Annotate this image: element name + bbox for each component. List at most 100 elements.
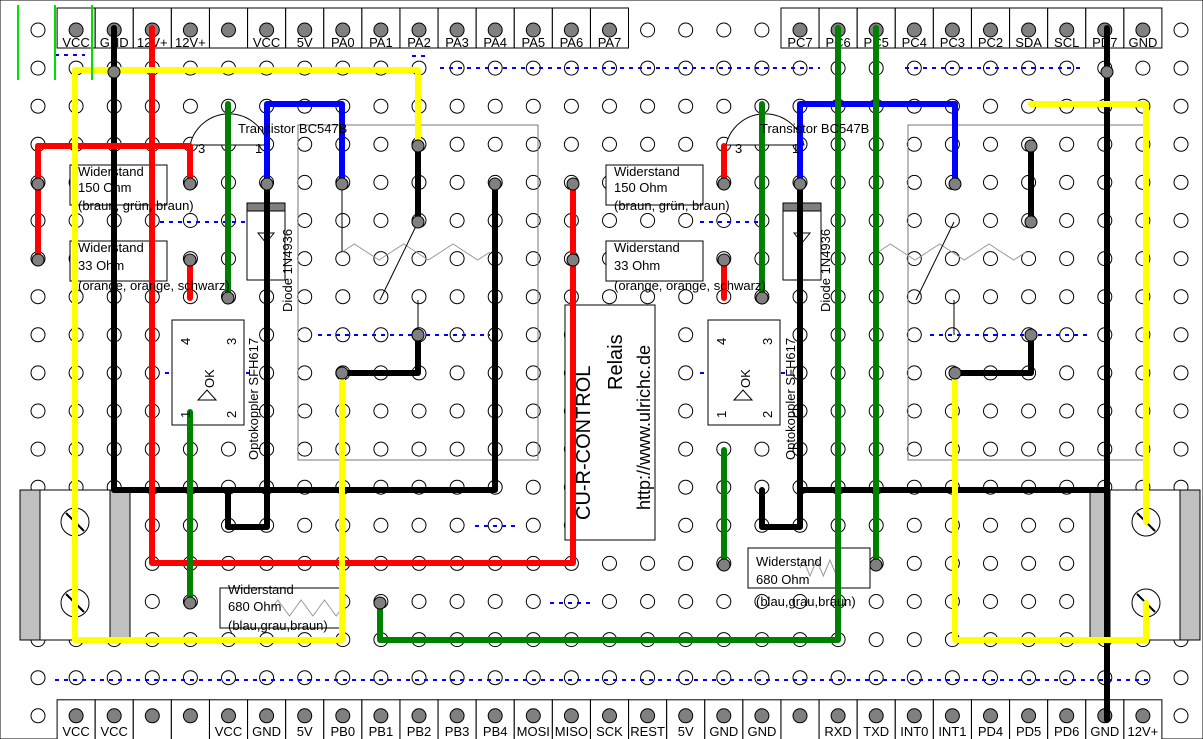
- header-pin-label: GND: [252, 724, 281, 739]
- pad: [640, 670, 656, 686]
- header-pin-label: PB4: [483, 724, 508, 739]
- pad: [983, 251, 998, 267]
- wire-node: [107, 65, 121, 79]
- center-label-box: [564, 304, 656, 541]
- pad: [678, 22, 694, 38]
- header-pin-label: GND: [709, 724, 738, 739]
- pad: [1173, 708, 1189, 724]
- header-pin: [487, 708, 503, 724]
- pad: [335, 213, 351, 228]
- pad: [906, 441, 922, 457]
- header-pin: [68, 22, 84, 38]
- wire-node: [488, 177, 502, 191]
- pad: [1135, 136, 1151, 152]
- wire-yellow-left-1: [72, 67, 421, 643]
- pad: [678, 403, 694, 419]
- pad: [983, 670, 998, 686]
- left-opto-pin4: 4: [178, 338, 193, 345]
- wire-node: [411, 215, 425, 229]
- pad: [754, 441, 770, 457]
- pad: [1135, 441, 1151, 457]
- pad: [373, 441, 389, 457]
- wire-black-left-3: [339, 332, 421, 376]
- resistor-150: [605, 164, 704, 206]
- center-label-url: http://www.ulrichc.de: [634, 345, 654, 510]
- pad: [1135, 365, 1151, 381]
- pad: [449, 136, 465, 152]
- header-pin: [1021, 22, 1037, 38]
- pad: [449, 174, 465, 190]
- pad: [678, 479, 694, 495]
- header-pin-label: 12V+: [1128, 724, 1159, 739]
- pad: [525, 213, 541, 228]
- wire-black-left-2: [225, 181, 270, 530]
- pad: [1021, 60, 1037, 76]
- header-pin: [792, 22, 808, 38]
- right-r2-line1: Widerstand: [614, 240, 680, 255]
- pad: [182, 213, 198, 228]
- pad: [525, 403, 541, 419]
- right-opto-ok: OK: [738, 369, 753, 388]
- wire-green-pc5: [377, 25, 841, 643]
- pad: [983, 517, 998, 533]
- header-pin-label: PA6: [560, 35, 584, 50]
- pad: [602, 555, 617, 571]
- header-pin-label: PA5: [521, 35, 545, 50]
- pad: [335, 327, 351, 343]
- pad: [678, 289, 694, 305]
- wire-node: [717, 253, 731, 267]
- header-cell: [971, 699, 1010, 739]
- pad: [30, 365, 46, 381]
- pad: [868, 632, 884, 648]
- pad: [640, 22, 656, 38]
- wire-black-right-4: [952, 332, 1034, 376]
- pad: [106, 670, 122, 686]
- wire-black-right-2: [759, 487, 1110, 530]
- pad: [868, 594, 884, 609]
- header-pin: [182, 22, 198, 38]
- relay-switch: [379, 221, 419, 301]
- pad: [678, 98, 694, 114]
- header-pin: [68, 708, 84, 724]
- header-pin-label: PB1: [369, 724, 394, 739]
- pad: [754, 594, 770, 609]
- pad: [449, 251, 465, 267]
- left-r1-line2: 150 Ohm: [78, 180, 131, 195]
- pad: [983, 136, 998, 152]
- header-pin: [563, 708, 579, 724]
- right-r3-line3: (blau,grau,braun): [756, 594, 856, 609]
- wire-node: [183, 177, 197, 191]
- optocoupler-led: [196, 389, 218, 401]
- header-pin-label: VCC: [215, 724, 242, 739]
- right-transistor-pin1: 1: [792, 141, 799, 156]
- pad: [1021, 289, 1037, 305]
- header-pin-label: VCC: [62, 724, 89, 739]
- pad: [906, 251, 922, 267]
- header-pin-label: PA7: [598, 35, 622, 50]
- pad: [906, 327, 922, 343]
- left-module-labels: Widerstand 150 Ohm (braun, grün, braun) …: [78, 121, 347, 633]
- wire-nodes: [31, 65, 1114, 610]
- header-pin: [602, 22, 617, 38]
- header-pin: [1135, 22, 1151, 38]
- pad: [602, 98, 617, 114]
- pad: [716, 213, 732, 228]
- header-pin-label: PB2: [407, 724, 432, 739]
- header-pin-label: INT0: [900, 724, 928, 739]
- right-opto-pin2: 2: [760, 411, 775, 418]
- pad: [221, 441, 236, 457]
- right-transistor-pin3: 3: [735, 141, 742, 156]
- wire-yellow-right-2: [952, 370, 1149, 643]
- pad: [525, 98, 541, 114]
- pad: [716, 594, 732, 609]
- pad: [563, 98, 579, 114]
- header-pin: [792, 708, 808, 724]
- header-pin-label: PA4: [483, 35, 507, 50]
- pad: [1021, 555, 1037, 571]
- pad: [30, 441, 46, 457]
- header-pin: [259, 22, 275, 38]
- pad: [30, 22, 46, 38]
- pad: [1173, 213, 1189, 228]
- pad: [335, 670, 351, 686]
- right-r3-line1: Widerstand: [756, 554, 822, 569]
